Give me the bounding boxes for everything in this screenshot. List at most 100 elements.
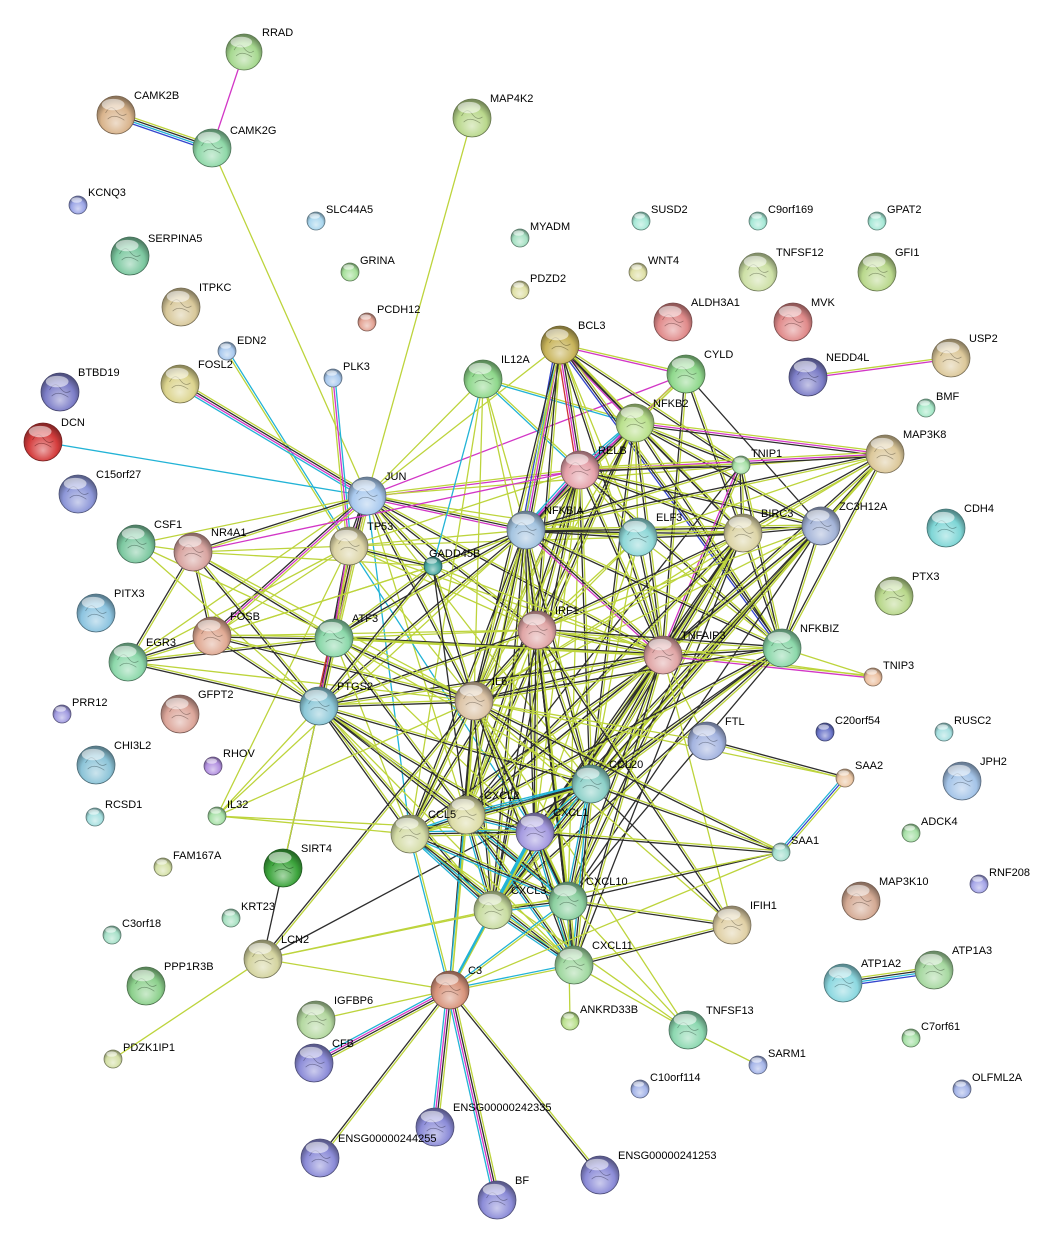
node-rusc2[interactable]: RUSC2 <box>934 715 991 742</box>
node-ifih1[interactable]: IFIH1 <box>712 900 777 945</box>
node-irf1[interactable]: IRF1 <box>517 605 579 650</box>
node-igfbp6[interactable]: IGFBP6 <box>296 995 373 1040</box>
node-gfpt2[interactable]: GFPT2 <box>160 689 233 734</box>
node-ensg00000244255[interactable]: ENSG00000244255 <box>300 1133 436 1178</box>
node-birc3[interactable]: BIRC3 <box>723 508 793 553</box>
node-saa1[interactable]: SAA1 <box>771 835 819 862</box>
node-camk2b[interactable]: CAMK2B <box>96 90 179 135</box>
node-gadd45b[interactable]: GADD45B <box>423 548 480 576</box>
node-atp1a3[interactable]: ATP1A3 <box>914 945 992 990</box>
node-rcsd1[interactable]: RCSD1 <box>85 799 142 827</box>
node-ptx3[interactable]: PTX3 <box>874 571 940 616</box>
node-zc3h12a[interactable]: ZC3H12A <box>801 501 888 546</box>
node-c15orf27[interactable]: C15orf27 <box>58 469 141 514</box>
node-c3orf18[interactable]: C3orf18 <box>102 918 161 945</box>
node-prr12[interactable]: PRR12 <box>52 697 107 724</box>
node-nfkbia[interactable]: NFKBIA <box>506 505 584 550</box>
node-atp1a2[interactable]: ATP1A2 <box>823 958 901 1003</box>
node-c20orf54[interactable]: C20orf54 <box>815 715 880 742</box>
node-saa2[interactable]: SAA2 <box>835 760 883 788</box>
node-rhov[interactable]: RHOV <box>203 748 255 776</box>
node-ccl20[interactable]: CCL20 <box>571 759 643 804</box>
node-map4k2[interactable]: MAP4K2 <box>452 93 533 138</box>
node-cxcl2[interactable]: CXCL2 <box>446 790 519 835</box>
node-nedd4l[interactable]: NEDD4L <box>788 352 869 397</box>
node-rnf208[interactable]: RNF208 <box>969 867 1030 894</box>
node-ensg00000242335[interactable]: ENSG00000242335 <box>415 1102 551 1147</box>
node-mvk[interactable]: MVK <box>773 297 836 342</box>
node-fosl2[interactable]: FOSL2 <box>160 359 233 404</box>
node-krt23[interactable]: KRT23 <box>221 901 275 928</box>
node-elf3[interactable]: ELF3 <box>618 512 682 557</box>
node-nfkbiz[interactable]: NFKBIZ <box>762 623 839 668</box>
node-aldh3a1[interactable]: ALDH3A1 <box>653 297 740 342</box>
node-cxcl1[interactable]: CXCL1 <box>515 807 588 852</box>
node-usp2[interactable]: USP2 <box>931 333 998 378</box>
node-il6[interactable]: IL6 <box>454 676 507 721</box>
node-bmf[interactable]: BMF <box>916 391 960 418</box>
node-slc44a5[interactable]: SLC44A5 <box>306 204 373 231</box>
node-btbd19[interactable]: BTBD19 <box>40 367 120 412</box>
node-kcnq3[interactable]: KCNQ3 <box>68 187 126 215</box>
node-cyld[interactable]: CYLD <box>666 349 733 394</box>
node-fosb[interactable]: FOSB <box>192 611 260 656</box>
node-map3k10[interactable]: MAP3K10 <box>841 876 929 921</box>
node-olfml2a[interactable]: OLFML2A <box>952 1072 1023 1099</box>
node-c10orf114[interactable]: C10orf114 <box>630 1072 701 1099</box>
node-gpat2[interactable]: GPAT2 <box>867 204 921 231</box>
node-il12a[interactable]: IL12A <box>463 354 530 399</box>
node-plk3[interactable]: PLK3 <box>323 361 370 388</box>
node-ppp1r3b[interactable]: PPP1R3B <box>126 961 214 1006</box>
node-susd2[interactable]: SUSD2 <box>631 204 688 231</box>
node-tnfsf13[interactable]: TNFSF13 <box>668 1005 754 1050</box>
node-atf3[interactable]: ATF3 <box>314 613 378 658</box>
node-sirt4[interactable]: SIRT4 <box>263 843 332 888</box>
node-chi3l2[interactable]: CHI3L2 <box>76 740 151 785</box>
node-c7orf61[interactable]: C7orf61 <box>901 1021 960 1048</box>
node-tnfaip3[interactable]: TNFAIP3 <box>643 630 726 675</box>
node-ensg00000241253[interactable]: ENSG00000241253 <box>580 1150 716 1195</box>
node-lcn2[interactable]: LCN2 <box>243 934 309 979</box>
node-tnip1[interactable]: TNIP1 <box>731 448 782 475</box>
node-tnfsf12[interactable]: TNFSF12 <box>738 247 824 292</box>
node-relb[interactable]: RELB <box>560 445 627 490</box>
node-bf[interactable]: BF <box>477 1175 529 1220</box>
node-ptgs2[interactable]: PTGS2 <box>299 681 373 726</box>
node-csf1[interactable]: CSF1 <box>116 519 182 564</box>
node-cxcl3[interactable]: CXCL3 <box>473 885 546 930</box>
node-pcdh12[interactable]: PCDH12 <box>357 304 420 332</box>
node-sarm1[interactable]: SARM1 <box>748 1048 806 1075</box>
node-jph2[interactable]: JPH2 <box>942 756 1007 801</box>
node-nfkb2[interactable]: NFKB2 <box>615 398 688 443</box>
node-ftl[interactable]: FTL <box>687 716 745 761</box>
node-adck4[interactable]: ADCK4 <box>901 816 958 843</box>
node-cxcl10[interactable]: CXCL10 <box>548 876 628 921</box>
node-cfb[interactable]: CFB <box>294 1038 354 1083</box>
node-tp53[interactable]: TP53 <box>329 521 393 566</box>
node-ankrd33b[interactable]: ANKRD33B <box>560 1004 638 1031</box>
node-itpkc[interactable]: ITPKC <box>161 282 231 327</box>
node-pdzd2[interactable]: PDZD2 <box>510 273 566 300</box>
node-cdh4[interactable]: CDH4 <box>926 503 994 548</box>
node-egr3[interactable]: EGR3 <box>108 637 176 682</box>
node-fam167a[interactable]: FAM167A <box>153 850 222 877</box>
node-camk2g[interactable]: CAMK2G <box>192 125 276 168</box>
node-dcn[interactable]: DCN <box>23 417 85 462</box>
node-grina[interactable]: GRINA <box>340 255 396 282</box>
node-tnip3[interactable]: TNIP3 <box>863 660 914 687</box>
node-jun[interactable]: JUN <box>347 471 406 516</box>
node-serpina5[interactable]: SERPINA5 <box>110 233 202 276</box>
node-c3[interactable]: C3 <box>430 965 482 1010</box>
node-pdzk1ip1[interactable]: PDZK1IP1 <box>103 1042 175 1069</box>
node-pitx3[interactable]: PITX3 <box>76 588 145 633</box>
node-bcl3[interactable]: BCL3 <box>540 320 606 365</box>
node-map3k8[interactable]: MAP3K8 <box>865 429 946 474</box>
node-rrad[interactable]: RRAD <box>225 27 293 71</box>
node-il32[interactable]: IL32 <box>207 799 248 826</box>
node-ccl5[interactable]: CCL5 <box>390 809 456 854</box>
node-cxcl11[interactable]: CXCL11 <box>554 940 633 985</box>
node-c9orf169[interactable]: C9orf169 <box>748 204 813 231</box>
node-myadm[interactable]: MYADM <box>510 221 570 248</box>
node-gfi1[interactable]: GFI1 <box>857 247 919 292</box>
node-edn2[interactable]: EDN2 <box>217 335 266 361</box>
